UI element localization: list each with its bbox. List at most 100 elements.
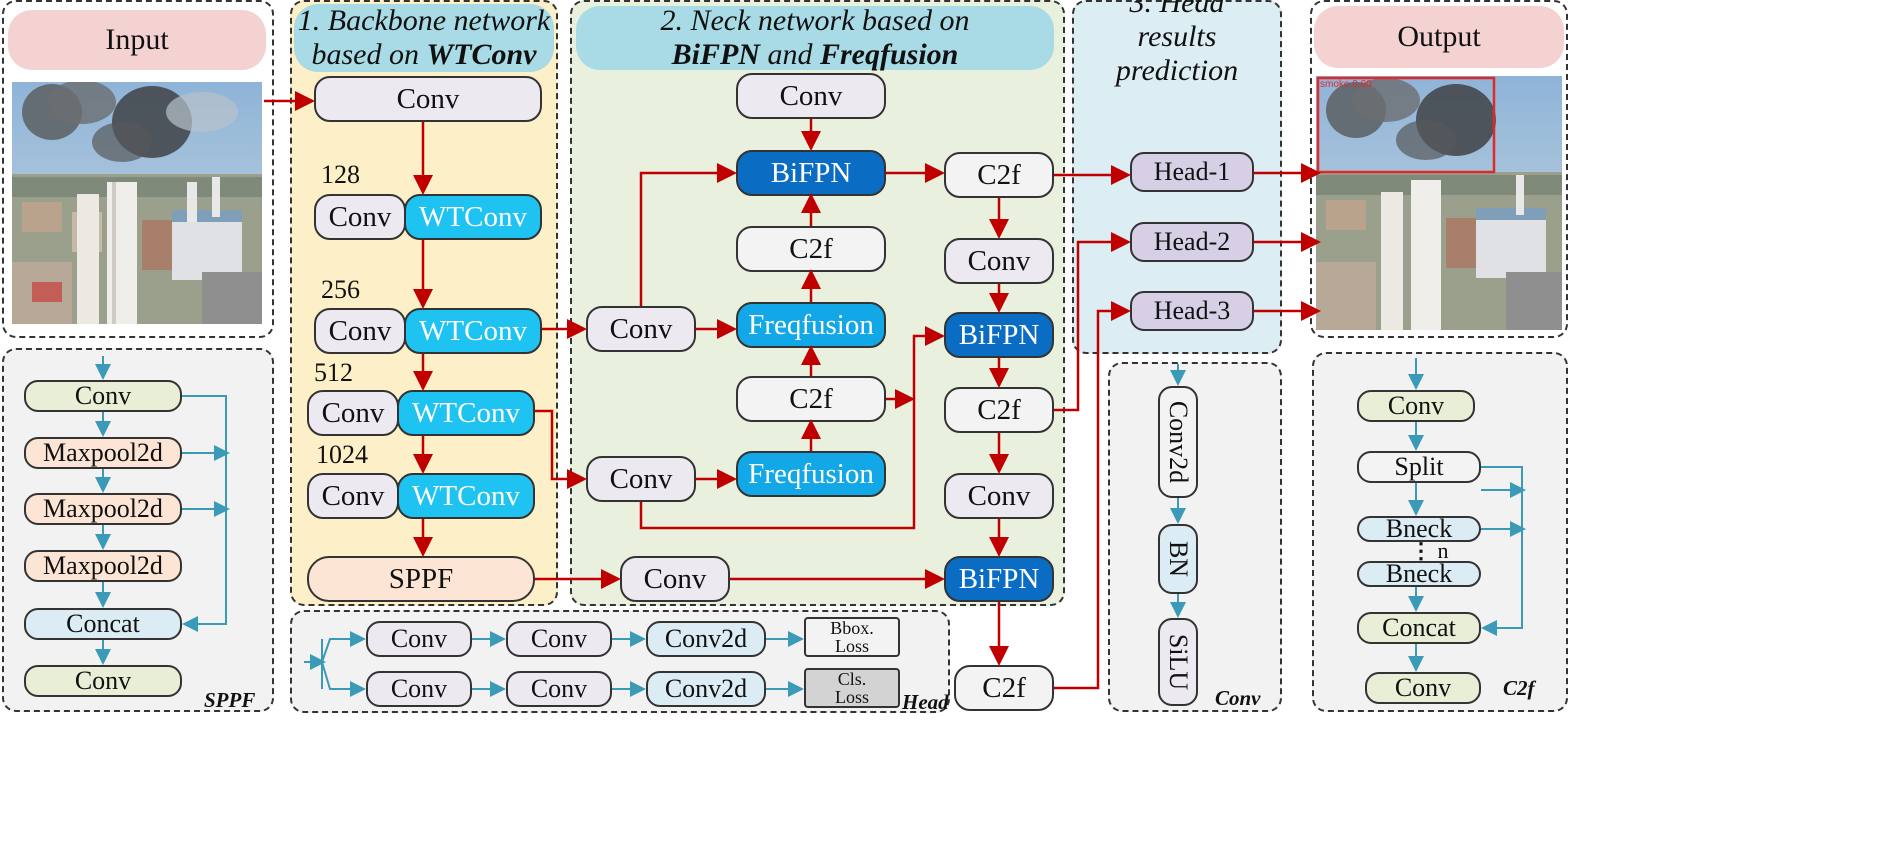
neck-bifpn-mid-label: BiFPN [958, 318, 1040, 351]
conv-detail-label: Conv [1215, 686, 1261, 710]
arrow-conv256-to-bifpn [639, 163, 737, 306]
cls-loss-line2: Loss [834, 687, 869, 707]
stage2-conv: Conv [314, 308, 406, 354]
head-title-line2: results prediction [1115, 20, 1239, 87]
c2f-detail-conv-bottom: Conv [1365, 672, 1481, 704]
c2f-detail-conv-bottom-label: Conv [1394, 673, 1452, 702]
sppf-detail-label: SPPF [204, 688, 256, 712]
stage1-conv-label: Conv [328, 200, 392, 233]
bbox-loss-line2: Loss [834, 636, 869, 656]
c2f-detail-bneck-1: Bneck [1357, 514, 1481, 543]
head-detail-conv-a1-label: Conv [390, 624, 448, 653]
backbone-title-line2-prefix: based on [311, 38, 427, 71]
c2f-detail-conv-top: Conv [1357, 390, 1475, 422]
neck-c2f-lower-label: C2f [789, 382, 833, 415]
neck-freqfusion-upper: Freqfusion [736, 302, 886, 348]
neck-conv-512-label: Conv [609, 462, 673, 495]
stage3-conv: Conv [307, 390, 399, 436]
neck-bifpn-top: BiFPN [736, 150, 886, 196]
output-label: Output [1397, 20, 1481, 53]
input-image [12, 82, 262, 324]
sppf-detail-maxpool-1-label: Maxpool2d [43, 438, 163, 467]
neck-title-bifpn: BiFPN [671, 38, 760, 71]
head-branch-a [321, 631, 366, 663]
stage2-conv-label: Conv [328, 314, 392, 347]
head-3-label: Head-3 [1153, 296, 1231, 325]
sppf-detail-conv-bottom: Conv [24, 665, 182, 697]
neck-bifpn-bottom-label: BiFPN [958, 562, 1040, 595]
channel-256: 256 [321, 275, 360, 304]
neck-conv-512: Conv [586, 456, 696, 502]
stage1-wtconv: WTConv [404, 194, 542, 240]
c2f-detail-concat: Concat [1357, 612, 1481, 644]
neck-title-mid: and [759, 38, 820, 71]
neck-freqfusion-lower: Freqfusion [736, 451, 886, 497]
head-detail-conv-a1: Conv [366, 621, 472, 657]
head-branch-b [321, 661, 366, 697]
neck-conv-256-label: Conv [609, 312, 673, 345]
neck-title-line1: 2. Neck network based on [660, 4, 970, 37]
neck-bifpn-mid: BiFPN [944, 312, 1054, 358]
neck-title-freqfusion: Freqfusion [819, 38, 959, 71]
stage3-wtconv-label: WTConv [412, 396, 520, 429]
head-title-line1: 3. Head [1129, 0, 1225, 19]
head-detail-conv-b1: Conv [366, 671, 472, 707]
backbone-top-conv: Conv [314, 76, 542, 122]
channel-512: 512 [314, 358, 353, 387]
input-title: Input [8, 10, 266, 70]
head-detail-conv-b2-label: Conv [530, 674, 588, 703]
arrow-conv512-to-bifpnmid [639, 326, 945, 530]
neck-c2f-out1: C2f [944, 152, 1054, 198]
c2f-detail-concat-label: Concat [1382, 613, 1456, 642]
head-in-line [304, 639, 323, 689]
neck-top-conv-label: Conv [779, 79, 843, 112]
sppf-detail-maxpool-2: Maxpool2d [24, 493, 182, 525]
c2f-detail-repeat-n: ⋮ n [1410, 538, 1449, 564]
neck-top-conv: Conv [736, 73, 886, 119]
c2f-detail-split-label: Split [1394, 452, 1444, 481]
bbox-loss-line1: Bbox. [830, 618, 874, 638]
input-panel [2, 0, 274, 338]
neck-c2f-mid: C2f [736, 226, 886, 272]
head-3: Head-3 [1130, 291, 1254, 331]
neck-c2f-out3: C2f [954, 665, 1054, 711]
head-detail-conv2d-b-label: Conv2d [664, 674, 748, 703]
stage4-conv-label: Conv [321, 479, 385, 512]
neck-c2f-lower: C2f [736, 376, 886, 422]
c2f-detail-conv-top-label: Conv [1387, 391, 1445, 420]
c2f-detail-split: Split [1357, 451, 1481, 483]
stage2-wtconv: WTConv [404, 308, 542, 354]
sppf-block-label: SPPF [388, 562, 454, 595]
head-detail-conv-b1-label: Conv [390, 674, 448, 703]
c2f-detail-bneck-2: Bneck [1357, 559, 1481, 588]
backbone-title-line2-bold: WTConv [426, 38, 537, 71]
neck-conv-right1-label: Conv [967, 244, 1031, 277]
neck-conv-right1: Conv [944, 238, 1054, 284]
neck-conv-sppf: Conv [620, 556, 730, 602]
sppf-detail-concat-label: Concat [66, 609, 140, 638]
head-detail-conv2d-b: Conv2d [646, 671, 766, 707]
head-detail-conv-a2: Conv [506, 621, 612, 657]
head-detail-conv-b2: Conv [506, 671, 612, 707]
neck-conv-right2-label: Conv [967, 479, 1031, 512]
neck-title: 2. Neck network based on BiFPN and Freqf… [576, 4, 1054, 71]
arrow-wt3-to-neckconv [535, 409, 587, 489]
c2f-split-skip [1481, 466, 1523, 636]
stage3-wtconv: WTConv [397, 390, 535, 436]
c2f-detail-n-label: n [1437, 538, 1449, 563]
head-1: Head-1 [1130, 152, 1254, 192]
c2f-detail-label: C2f [1503, 676, 1535, 700]
cls-loss: Cls. Loss [804, 668, 900, 708]
stage4-wtconv: WTConv [397, 473, 535, 519]
c2f-detail-bneck-2-label: Bneck [1385, 559, 1453, 588]
head-prediction-title: 3. Head results prediction [1074, 0, 1280, 87]
neck-freqfusion-lower-label: Freqfusion [748, 457, 874, 490]
c2f-detail-bneck-1-label: Bneck [1385, 514, 1453, 543]
head-detail-conv2d-a-label: Conv2d [664, 624, 748, 653]
sppf-detail-concat: Concat [24, 608, 182, 640]
sppf-detail-conv-bottom-label: Conv [74, 666, 132, 695]
head-2: Head-2 [1130, 222, 1254, 262]
detection-label: smoke 0.80 [1320, 79, 1372, 90]
conv-detail-silu: SiLU [1158, 618, 1198, 706]
